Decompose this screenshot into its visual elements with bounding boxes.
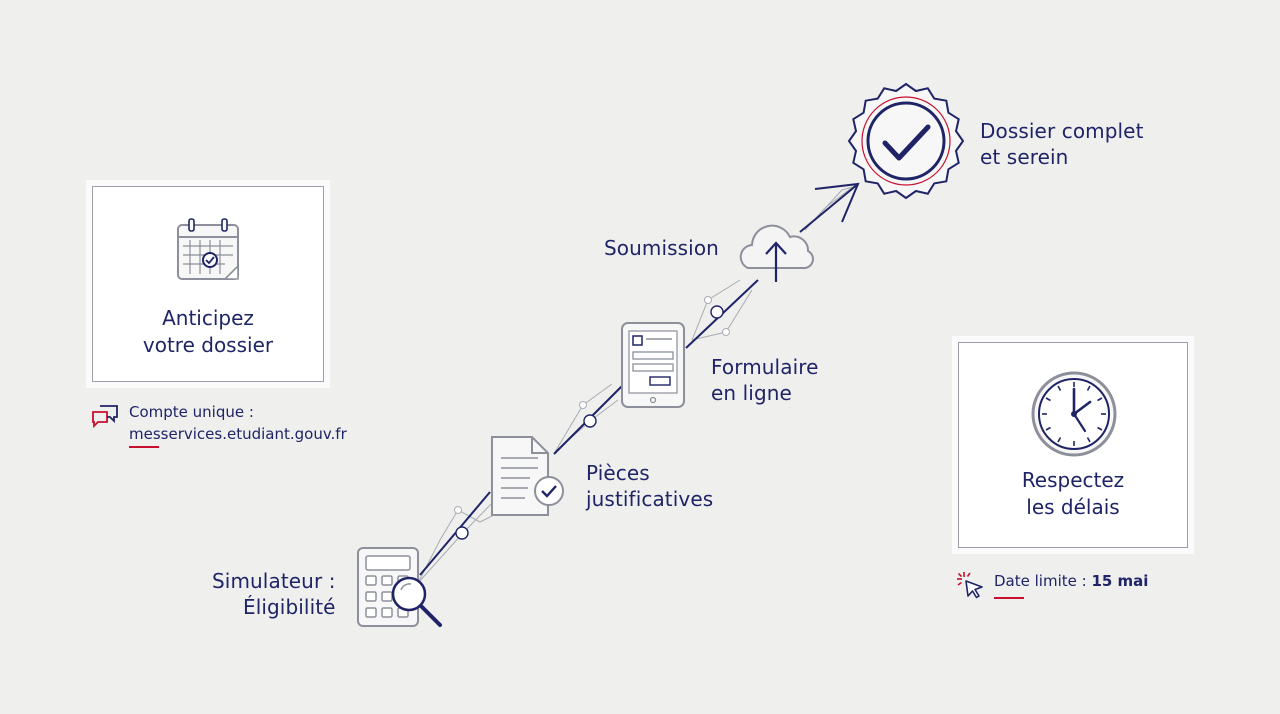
- document-check-icon: [491, 436, 564, 516]
- check-badge-icon: [847, 82, 965, 200]
- tablet-form-icon: [621, 322, 685, 408]
- connector-dot: [455, 526, 469, 540]
- note-compte-unique: Compte unique : messervices.etudiant.gou…: [129, 403, 347, 443]
- card-anticipez-text: Anticipez votre dossier: [142, 306, 274, 357]
- cloud-upload-icon: [739, 224, 814, 282]
- cursor-click-icon: [957, 572, 983, 599]
- link-messervices[interactable]: messervices.etudiant.gouv.fr: [129, 425, 347, 443]
- note-date-limite: Date limite : 15 mai: [994, 572, 1149, 590]
- step-label-soumission: Soumission: [604, 236, 719, 260]
- calculator-magnifier-icon: [357, 547, 442, 627]
- card-anticipez: Anticipez votre dossier: [86, 180, 330, 388]
- connector-dot: [710, 305, 724, 319]
- card-respectez-text: Respectez les délais: [1021, 468, 1125, 519]
- step-label-formulaire: Formulaire en ligne: [711, 355, 819, 405]
- card-respectez: Respectez les délais: [952, 336, 1194, 554]
- progress-path: [419, 182, 860, 576]
- step-label-dossier-complet: Dossier complet et serein: [980, 119, 1144, 169]
- note-left-underline: [129, 446, 159, 448]
- chat-bubbles-icon: [92, 405, 118, 429]
- clock-icon: [1031, 371, 1117, 457]
- connector-dot: [583, 414, 597, 428]
- calendar-check-icon: [177, 218, 239, 280]
- step-label-eligibilite: Simulateur : Éligibilité: [212, 569, 336, 619]
- step-label-pieces: Pièces justificatives: [586, 461, 714, 511]
- note-right-underline: [994, 597, 1024, 599]
- connector-dots: [455, 305, 724, 540]
